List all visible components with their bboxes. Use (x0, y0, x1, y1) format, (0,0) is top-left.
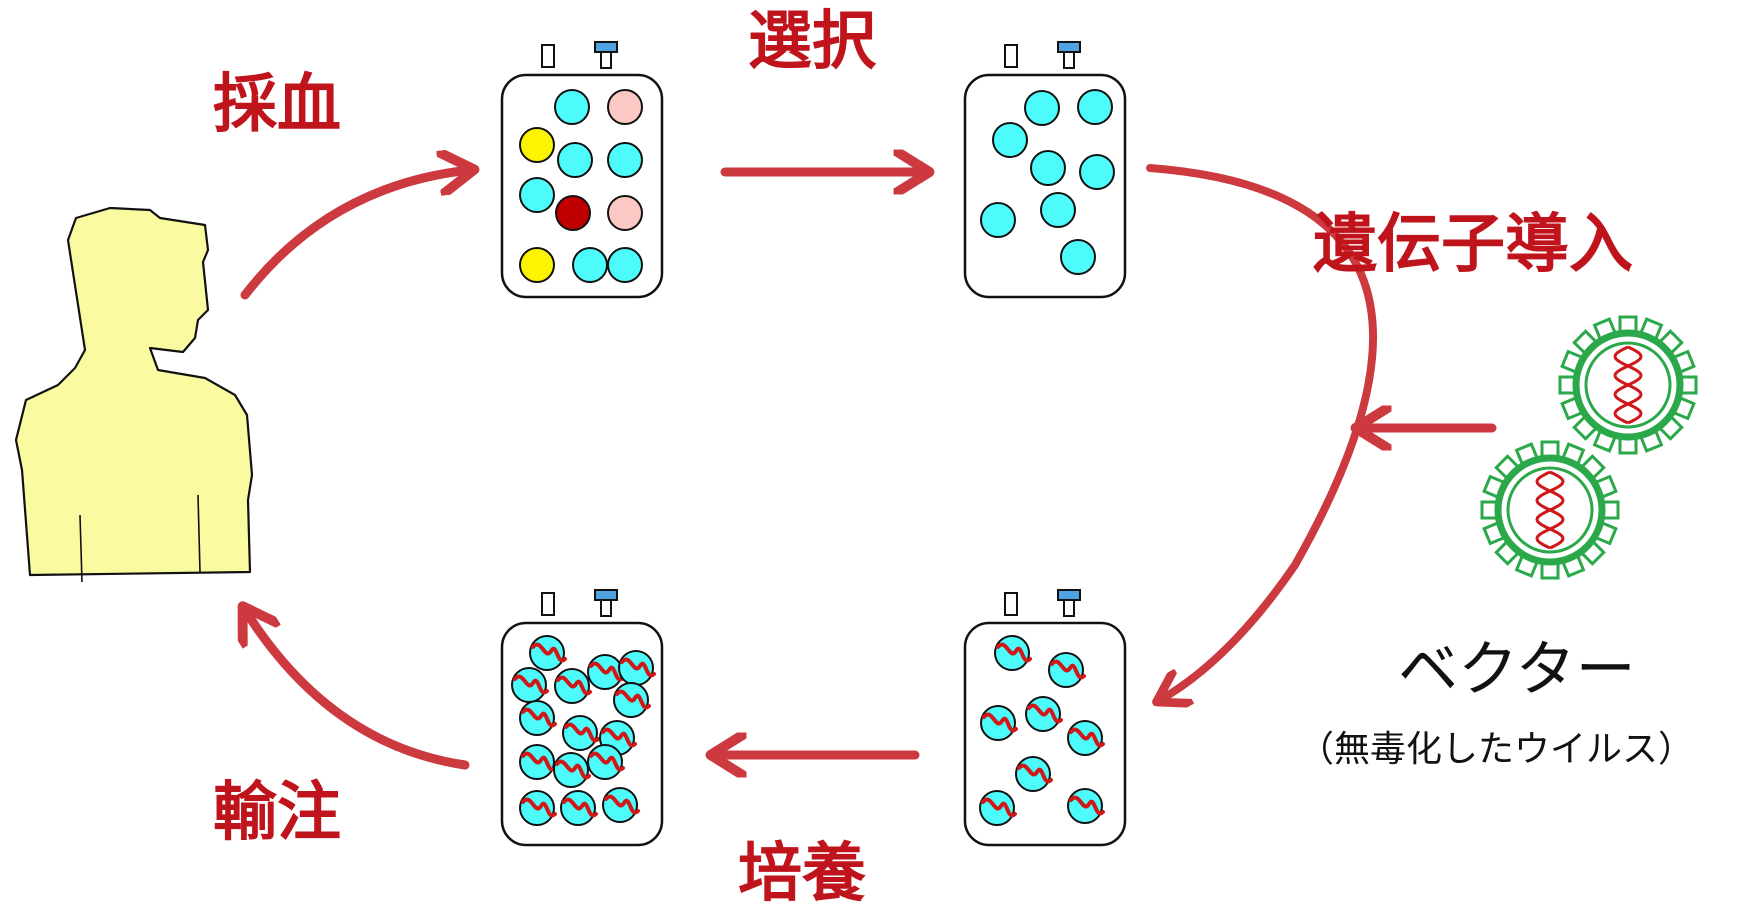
gene-insert (601, 727, 637, 748)
red-cell (555, 195, 591, 231)
cyan-cell (992, 122, 1028, 158)
gene-insert (615, 689, 651, 710)
gene-insert (564, 722, 600, 743)
arrow-infusion (245, 610, 470, 770)
cyan-cell (1079, 154, 1115, 190)
gene-insert (562, 797, 598, 818)
gene-insert (996, 642, 1032, 663)
gene-insert (521, 797, 557, 818)
gene-insert (1050, 659, 1086, 680)
cyan-cell (607, 247, 643, 283)
bag-cap (1057, 589, 1081, 601)
gene-insert (620, 657, 656, 678)
cyan-cell (1030, 150, 1066, 186)
gene-insert (589, 751, 625, 772)
gene-insert (555, 759, 591, 780)
gene-insert (1017, 763, 1053, 784)
vector-title: ベクター (1398, 635, 1636, 705)
viral-vector-icon (1558, 315, 1698, 455)
bag-port (1004, 44, 1018, 68)
label-gene-transfer: 遺伝子導入 (1313, 208, 1633, 282)
vector-subtitle: （無毒化したウイルス） (1298, 729, 1695, 770)
patient-arm-line-left (79, 514, 83, 583)
pink-cell (607, 195, 643, 231)
gene-insert (521, 707, 557, 728)
cyan-cell (557, 142, 593, 178)
bag-expanded-cells (500, 589, 664, 847)
bag-cap (594, 589, 618, 601)
arrow-blood-draw (240, 170, 470, 300)
yellow-cell (519, 247, 555, 283)
patient-arm-line-right (197, 494, 201, 573)
bag-selected-cells (963, 41, 1127, 299)
bag-blood-sample (500, 41, 664, 299)
label-selection: 選択 (748, 5, 876, 79)
gene-insert (1069, 727, 1105, 748)
bag-port (541, 592, 555, 616)
bag-port (541, 44, 555, 68)
cyan-cell (1060, 239, 1096, 275)
gene-insert (1027, 703, 1063, 724)
label-culture: 培養 (738, 837, 866, 911)
gene-insert (521, 751, 557, 772)
bag-cap (1057, 41, 1081, 53)
bag-transduced-cells (963, 589, 1127, 847)
gene-insert (1069, 795, 1105, 816)
label-blood-draw: 採血 (213, 68, 341, 142)
yellow-cell (519, 127, 555, 163)
cyan-cell (519, 177, 555, 213)
cyan-cell (1040, 192, 1076, 228)
label-infusion: 輸注 (213, 776, 341, 850)
gene-insert (589, 661, 625, 682)
bag-port (1004, 592, 1018, 616)
pink-cell (607, 89, 643, 125)
viral-vector-icon (1480, 440, 1620, 580)
cyan-cell (1024, 90, 1060, 126)
dna-strand (1535, 470, 1565, 550)
cyan-cell (980, 202, 1016, 238)
gene-insert (604, 794, 640, 815)
patient-icon (14, 206, 254, 577)
cyan-cell (572, 247, 608, 283)
bag-cap (594, 41, 618, 53)
cyan-cell (1077, 89, 1113, 125)
gene-insert (982, 712, 1018, 733)
gene-insert (981, 797, 1017, 818)
cyan-cell (607, 142, 643, 178)
gene-insert (531, 642, 567, 663)
cyan-cell (554, 89, 590, 125)
dna-strand (1613, 345, 1643, 425)
gene-insert (556, 675, 592, 696)
gene-insert (513, 674, 549, 695)
